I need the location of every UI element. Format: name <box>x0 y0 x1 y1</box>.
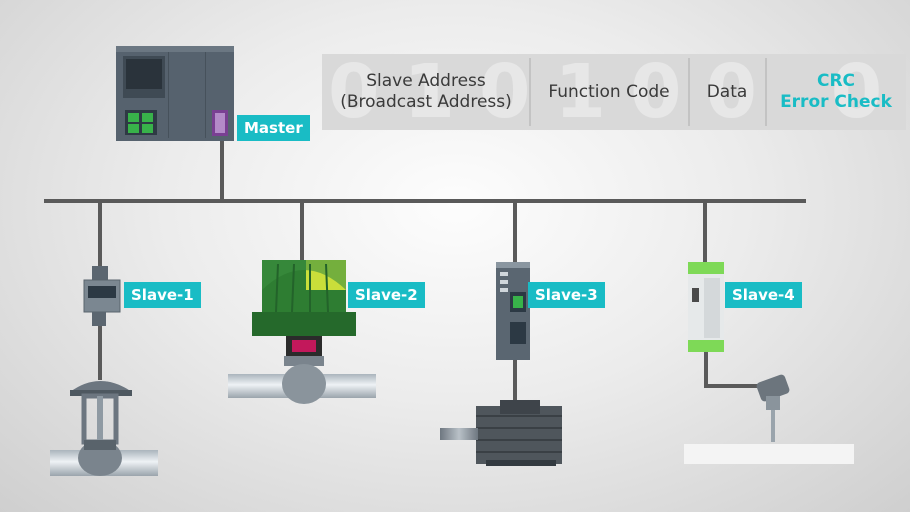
function-code-label: Function Code <box>548 81 670 102</box>
frame-field-crc: CRC Error Check <box>767 54 905 130</box>
frame-separator <box>765 58 767 126</box>
frame-separator <box>688 58 690 126</box>
slave3-switch-motor <box>440 262 562 466</box>
frame-field-function-code: Function Code <box>531 54 687 130</box>
broadcast-address-label: (Broadcast Address) <box>340 92 512 112</box>
frame-field-data: Data <box>690 54 764 130</box>
slave4-tag: Slave-4 <box>725 282 802 308</box>
master-plc <box>116 46 234 141</box>
master-tag: Master <box>237 115 310 141</box>
slave2-actuator-valve <box>228 260 376 404</box>
frame-bits-watermark: 010100 0 11 <box>328 54 910 130</box>
slave1-tag: Slave-1 <box>124 282 201 308</box>
bus-wiring <box>44 138 806 268</box>
modbus-frame: 010100 0 11 Slave Address (Broadcast Add… <box>322 54 910 130</box>
error-check-label: Error Check <box>780 92 892 112</box>
crc-label: CRC <box>816 71 856 91</box>
frame-separator <box>529 58 531 126</box>
slave3-tag: Slave-3 <box>528 282 605 308</box>
slave2-tag: Slave-2 <box>348 282 425 308</box>
slave1-control-valve <box>50 266 158 476</box>
slave-address-label: Slave Address <box>366 71 486 91</box>
data-label: Data <box>706 81 748 102</box>
frame-field-slave-address: Slave Address (Broadcast Address) <box>324 54 528 130</box>
slave4-module-sensor <box>684 262 854 464</box>
